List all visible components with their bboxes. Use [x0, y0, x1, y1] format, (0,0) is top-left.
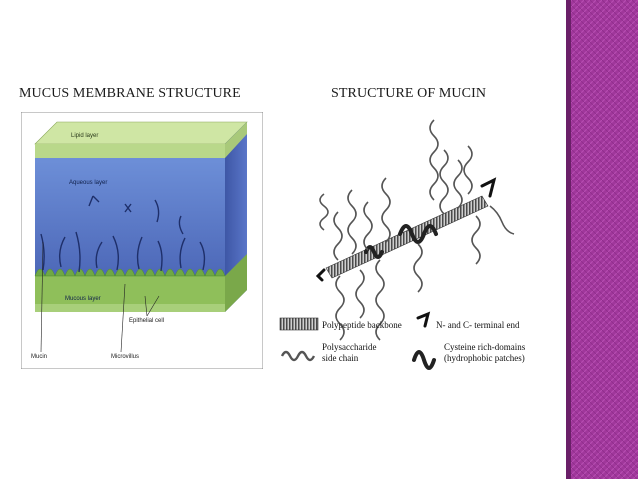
- aqueous-layer-label: Aqueous layer: [69, 180, 107, 186]
- legend: Polypeptide backbone N- and C- terminal …: [279, 311, 526, 370]
- legend-cysteine-label-1: Cysteine rich-domains: [444, 342, 526, 352]
- legend-backbone-label: Polypeptide backbone: [322, 320, 402, 330]
- mucus-membrane-heading: MUCUS MEMBRANE STRUCTURE: [19, 86, 241, 101]
- legend-cysteine-label-2: (hydrophobic patches): [444, 353, 525, 363]
- mucin-structure-heading: STRUCTURE OF MUCIN: [331, 86, 487, 101]
- legend-side-chain-label-1: Polysaccharide: [322, 342, 376, 352]
- decorative-side-band: [566, 0, 638, 479]
- mucus-membrane-diagram: Lipid layer Aqueous layer Mucous layer E…: [21, 112, 263, 369]
- mucin-label: Mucin: [31, 354, 47, 360]
- epithelial-cell-label: Epithelial cell: [129, 318, 164, 324]
- legend-terminal-label: N- and C- terminal end: [436, 320, 520, 330]
- legend-side-chain-label-2: side chain: [322, 353, 359, 363]
- mucin-structure-diagram: Polypeptide backbone N- and C- terminal …: [279, 119, 526, 370]
- polypeptide-backbone: [325, 195, 489, 279]
- microvillus-label: Microvillus: [111, 354, 139, 360]
- mucous-layer-label: Mucous layer: [65, 296, 101, 302]
- lipid-layer-label: Lipid layer: [71, 133, 98, 139]
